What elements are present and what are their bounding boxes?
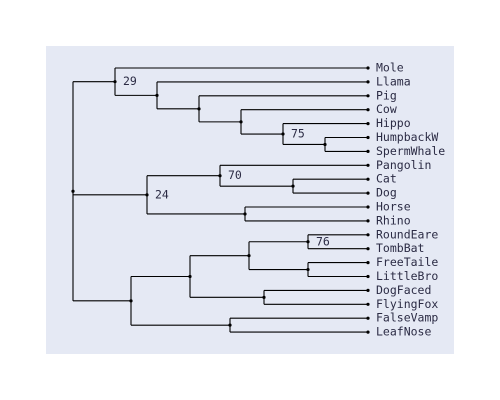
leaf-node xyxy=(366,135,370,140)
leaf-node xyxy=(366,122,370,126)
internal-node xyxy=(281,132,285,136)
internal-node xyxy=(239,120,243,124)
leaf-label: Cat xyxy=(376,172,397,186)
internal-node xyxy=(291,184,295,188)
internal-node xyxy=(243,212,247,216)
internal-node xyxy=(306,267,310,272)
leaf-node xyxy=(366,219,370,223)
internal-node xyxy=(228,323,232,327)
internal-node xyxy=(145,193,149,197)
leaf-node xyxy=(366,108,370,112)
internal-node xyxy=(247,254,251,258)
leaf-label: DogFaced xyxy=(376,283,431,297)
support-value: 75 xyxy=(291,127,305,141)
leaf-label: TombBat xyxy=(376,241,424,255)
internal-node xyxy=(323,142,327,147)
support-value: 70 xyxy=(228,168,242,182)
internal-node xyxy=(71,189,75,193)
leaf-label: RoundEare xyxy=(376,227,438,241)
plot-panel xyxy=(46,46,454,354)
leaf-label: Horse xyxy=(376,200,411,214)
leaf-node xyxy=(366,330,370,334)
leaf-node xyxy=(366,94,370,98)
leaf-node xyxy=(366,80,370,84)
leaf-label: FlyingFox xyxy=(376,297,438,311)
leaf-node xyxy=(366,274,370,279)
support-labels: 75 29 70 24 76 xyxy=(123,74,330,248)
internal-node xyxy=(218,174,222,178)
support-value: 29 xyxy=(123,74,137,88)
internal-node xyxy=(113,80,117,84)
leaf-node xyxy=(366,261,370,265)
leaf-node xyxy=(366,191,370,195)
leaf-labels: MoleLlamaPigCowHippoHumpbackWSpermWhaleP… xyxy=(376,61,445,339)
leaf-label: SpermWhale xyxy=(376,144,445,158)
leaf-label: Dog xyxy=(376,186,397,200)
leaf-node xyxy=(366,205,370,209)
leaf-node xyxy=(366,302,370,306)
leaf-label: Pangolin xyxy=(376,158,431,172)
leaf-label: Pig xyxy=(376,88,397,102)
internal-node xyxy=(262,295,266,299)
leaf-label: Hippo xyxy=(376,116,411,130)
tree-nodes xyxy=(71,66,370,334)
internal-node xyxy=(306,240,310,244)
internal-node xyxy=(188,274,192,279)
leaf-label: HumpbackW xyxy=(376,130,438,144)
leaf-label: Llama xyxy=(376,74,411,88)
leaf-label: LittleBro xyxy=(376,269,438,283)
leaf-label: FalseVamp xyxy=(376,311,438,325)
leaf-node xyxy=(366,288,370,292)
leaf-label: Cow xyxy=(376,102,397,116)
leaf-node xyxy=(366,177,370,181)
leaf-node xyxy=(366,233,370,237)
leaf-label: Mole xyxy=(376,61,404,75)
leaf-label: LeafNose xyxy=(376,325,431,339)
leaf-label: Rhino xyxy=(376,213,411,227)
support-value: 76 xyxy=(316,234,330,248)
leaf-node xyxy=(366,66,370,70)
leaf-node xyxy=(366,149,370,153)
internal-node xyxy=(129,299,133,303)
support-value: 24 xyxy=(155,187,169,201)
leaf-label: FreeTaile xyxy=(376,255,438,269)
leaf-node xyxy=(366,163,370,167)
internal-node xyxy=(197,107,201,111)
leaf-node xyxy=(366,247,370,251)
internal-node xyxy=(155,93,159,97)
leaf-node xyxy=(366,316,370,320)
